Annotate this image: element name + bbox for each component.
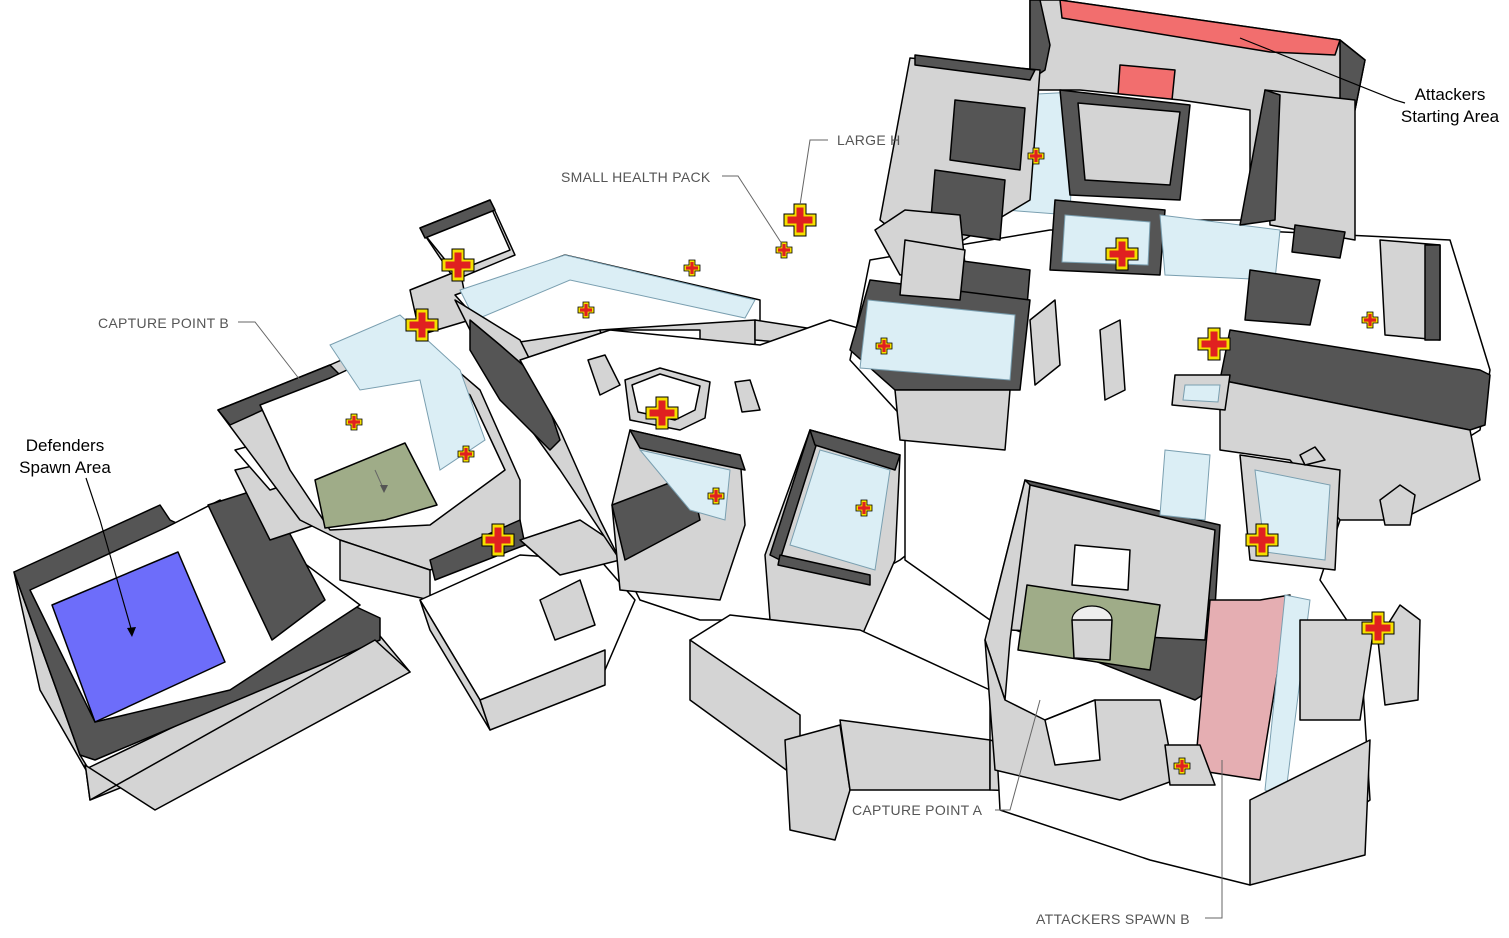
center-tower	[764, 429, 901, 641]
label-defenders-spawn-line1: Defenders	[26, 436, 104, 455]
label-large-health-pack: LARGE H	[837, 132, 901, 148]
health-cross-icon	[683, 259, 701, 277]
health-cross-icon	[783, 203, 817, 237]
label-small-health-pack: SMALL HEALTH PACK	[561, 169, 711, 185]
west-tower	[611, 429, 746, 601]
label-capture-point-b: CAPTURE POINT B	[98, 315, 229, 331]
southwest-block	[419, 519, 636, 731]
defenders-spawn-zone	[51, 551, 226, 723]
label-attackers-start-line2: Starting Area	[1401, 107, 1500, 126]
health-cross-icon	[775, 241, 793, 259]
label-attackers-start-line1: Attackers	[1415, 85, 1486, 104]
east-complex	[849, 0, 1491, 886]
label-attackers-spawn-b: ATTACKERS SPAWN B	[1036, 911, 1190, 927]
attackers-start-zone	[1059, 0, 1341, 56]
label-capture-point-a: CAPTURE POINT A	[852, 802, 983, 818]
leader-lines	[85, 37, 1406, 919]
attackers-spawn-b-zone	[1194, 594, 1291, 781]
label-defenders-spawn-line2: Spawn Area	[19, 458, 111, 477]
capture-point-b-zone	[314, 442, 438, 529]
south-center-block	[689, 614, 1151, 841]
